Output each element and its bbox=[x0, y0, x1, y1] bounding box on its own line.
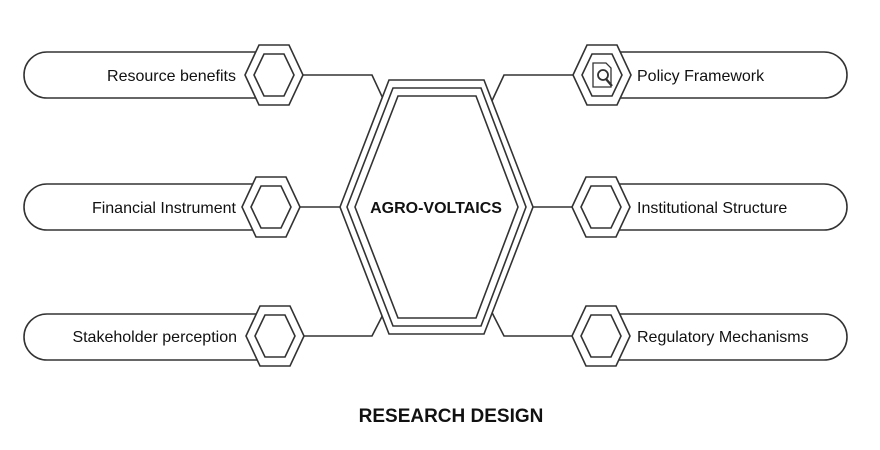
hexagon-icon bbox=[571, 176, 631, 238]
central-hexagon bbox=[339, 79, 534, 335]
label-policy-framework: Policy Framework bbox=[637, 68, 765, 85]
hexagon-icon bbox=[241, 176, 301, 238]
label-regulatory-mechanisms: Regulatory Mechanisms bbox=[637, 329, 809, 346]
center-label: AGRO-VOLTAICS bbox=[370, 200, 502, 217]
label-stakeholder-perception: Stakeholder perception bbox=[72, 329, 237, 346]
connector-policy-framework bbox=[483, 74, 573, 119]
hexagon-icon bbox=[571, 305, 631, 367]
document-search-icon bbox=[572, 44, 632, 106]
hexagon-icon bbox=[245, 305, 305, 367]
connector-regulatory-mechanisms bbox=[483, 296, 572, 337]
label-financial-instrument: Financial Instrument bbox=[92, 200, 237, 217]
label-institutional-structure: Institutional Structure bbox=[637, 200, 787, 217]
diagram-caption: RESEARCH DESIGN bbox=[359, 406, 544, 427]
hexagon-icon bbox=[244, 44, 304, 106]
label-resource-benefits: Resource benefits bbox=[107, 68, 236, 85]
